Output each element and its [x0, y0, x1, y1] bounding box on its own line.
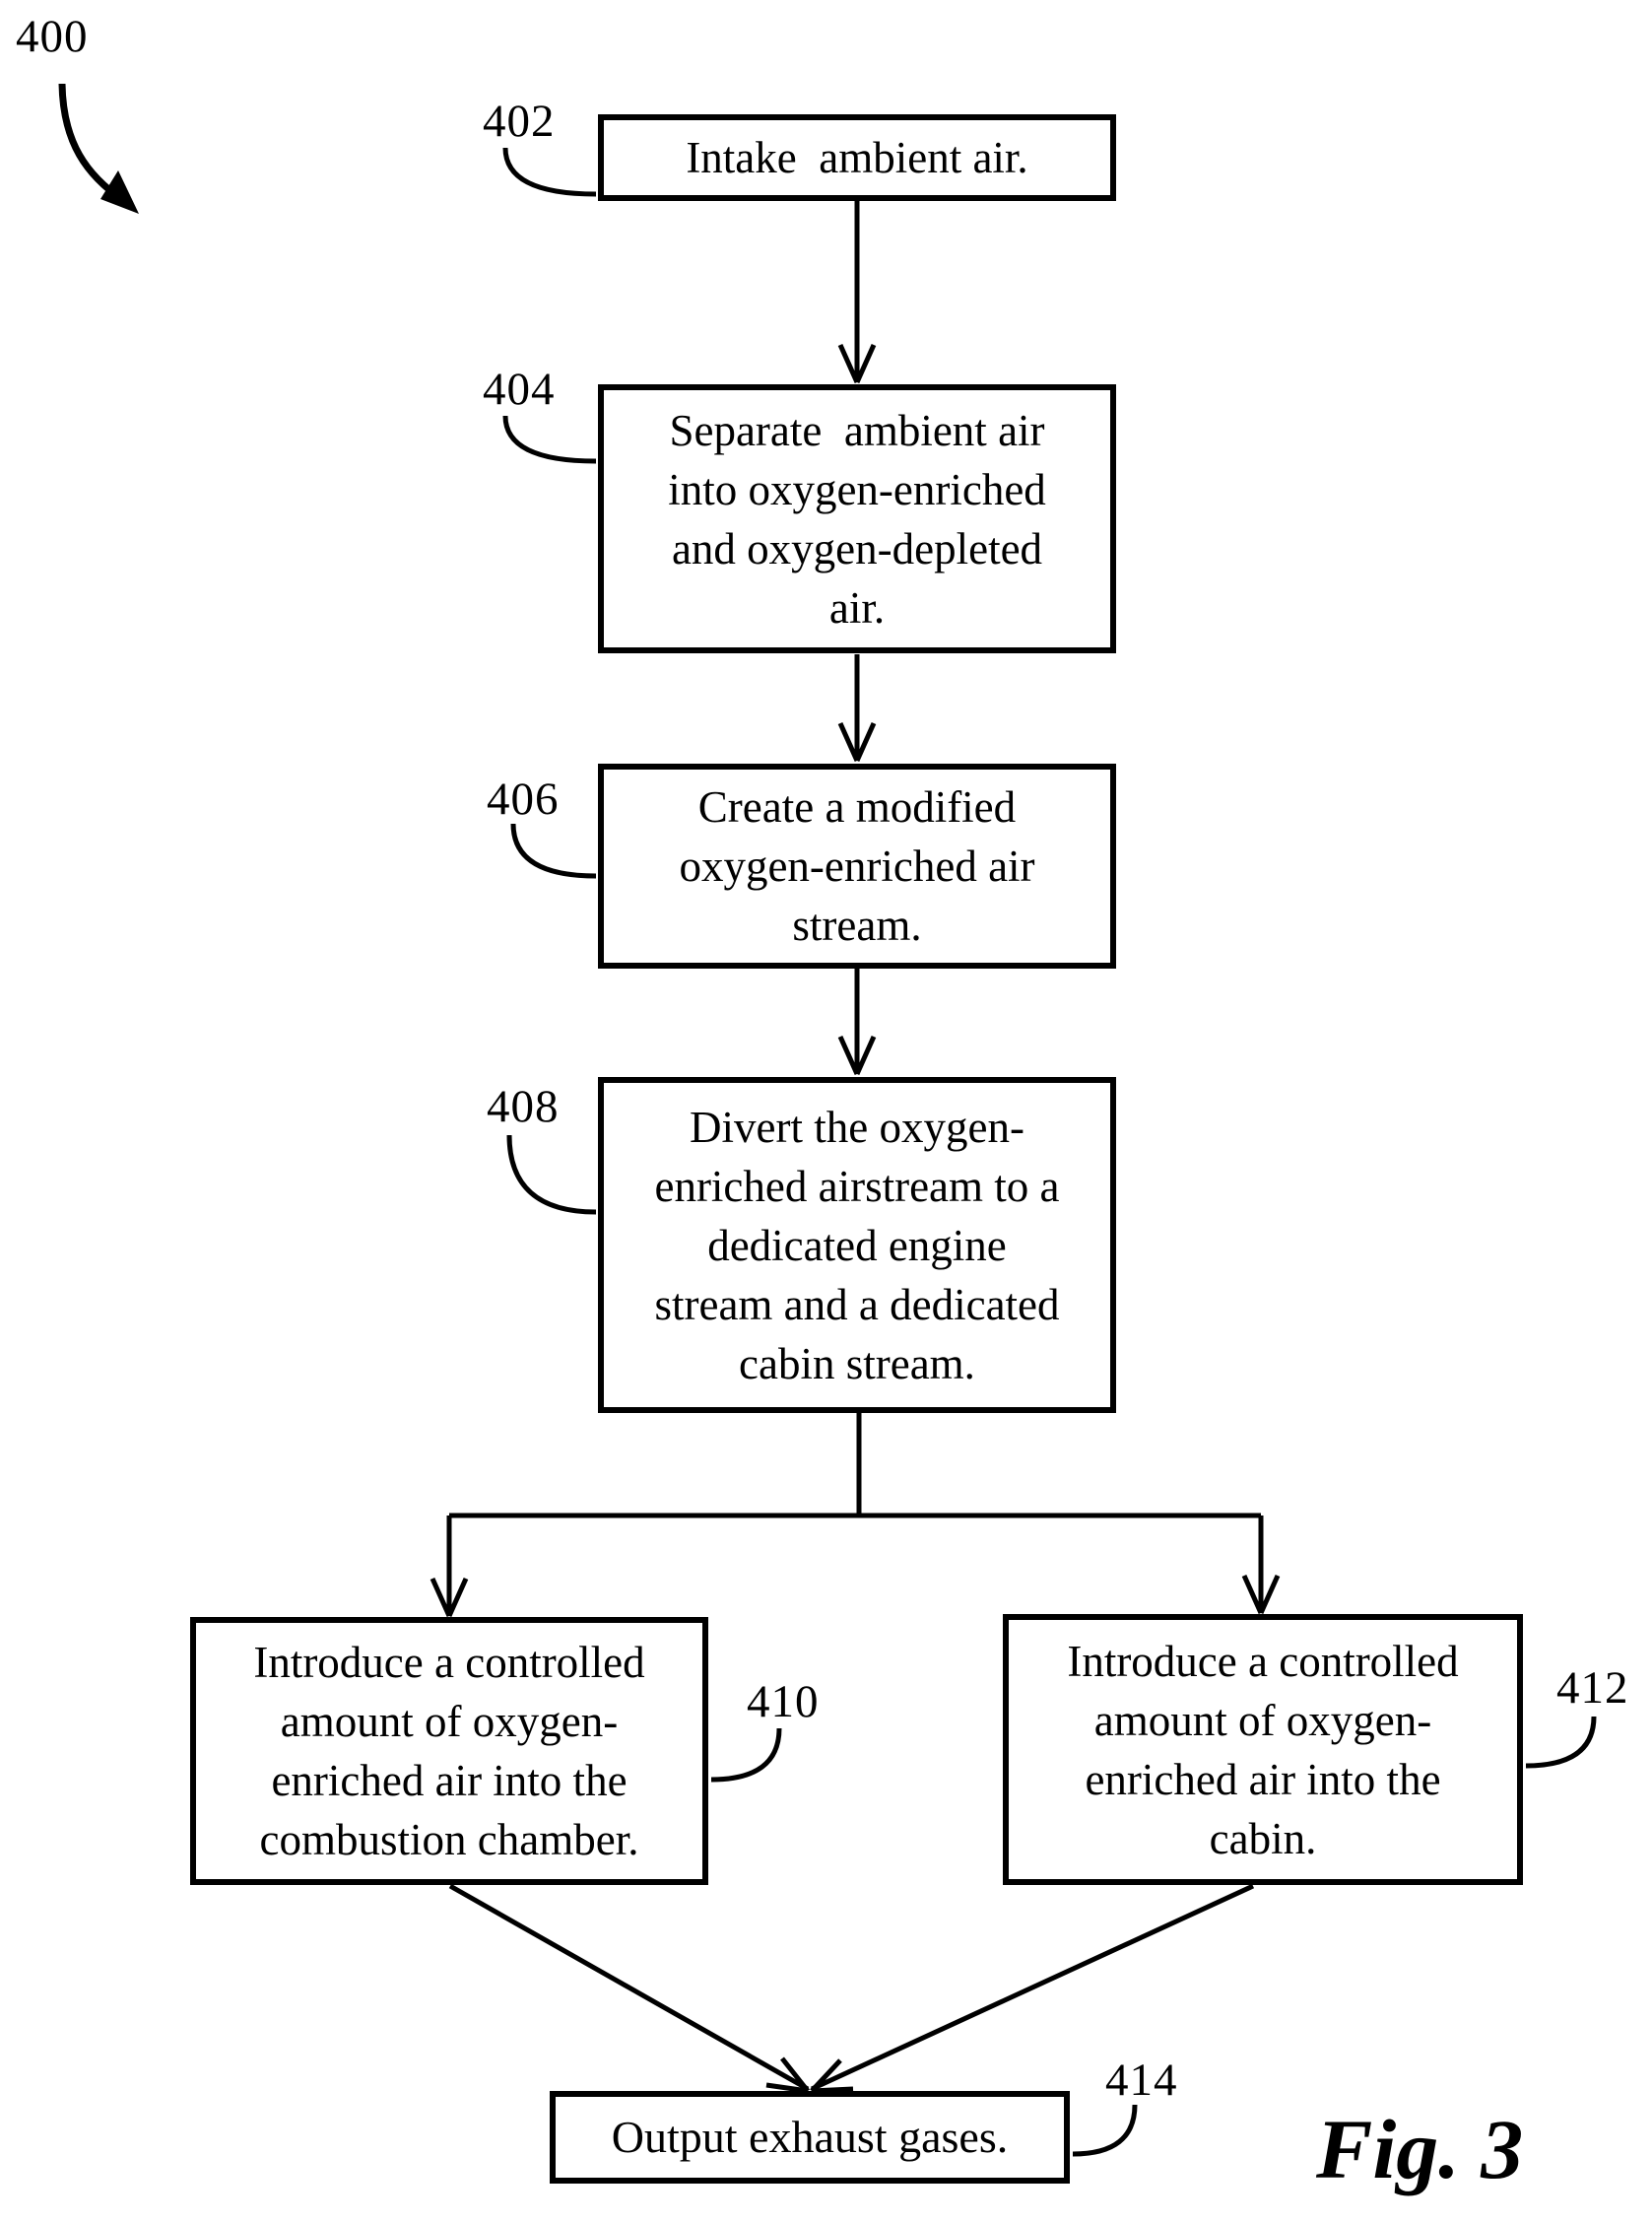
ref-label-400: 400 — [16, 11, 89, 62]
flow-box-cabin: Introduce a controlled amount of oxygen-… — [1003, 1614, 1523, 1885]
flow-box-combustion-chamber: Introduce a controlled amount of oxygen-… — [190, 1617, 708, 1885]
ref-label-410: 410 — [747, 1676, 820, 1727]
flow-box-divert-airstream: Divert the oxygen- enriched airstream to… — [598, 1077, 1116, 1413]
flow-box-create-modified-stream: Create a modified oxygen-enriched air st… — [598, 764, 1116, 969]
flow-box-output-exhaust: Output exhaust gases. — [550, 2091, 1070, 2184]
flow-box-separate-ambient-air: Separate ambient air into oxygen-enriche… — [598, 384, 1116, 653]
figure-caption: Fig. 3 — [1316, 2102, 1524, 2196]
flow-box-intake-ambient-air: Intake ambient air. — [598, 114, 1116, 201]
ref-label-402: 402 — [483, 96, 556, 147]
ref-label-412: 412 — [1556, 1662, 1629, 1714]
ref-label-414: 414 — [1105, 2055, 1178, 2106]
ref-label-406: 406 — [487, 774, 560, 825]
ref-label-404: 404 — [483, 364, 556, 415]
ref-label-408: 408 — [487, 1081, 560, 1132]
diagram-ref-arrow — [58, 83, 139, 214]
